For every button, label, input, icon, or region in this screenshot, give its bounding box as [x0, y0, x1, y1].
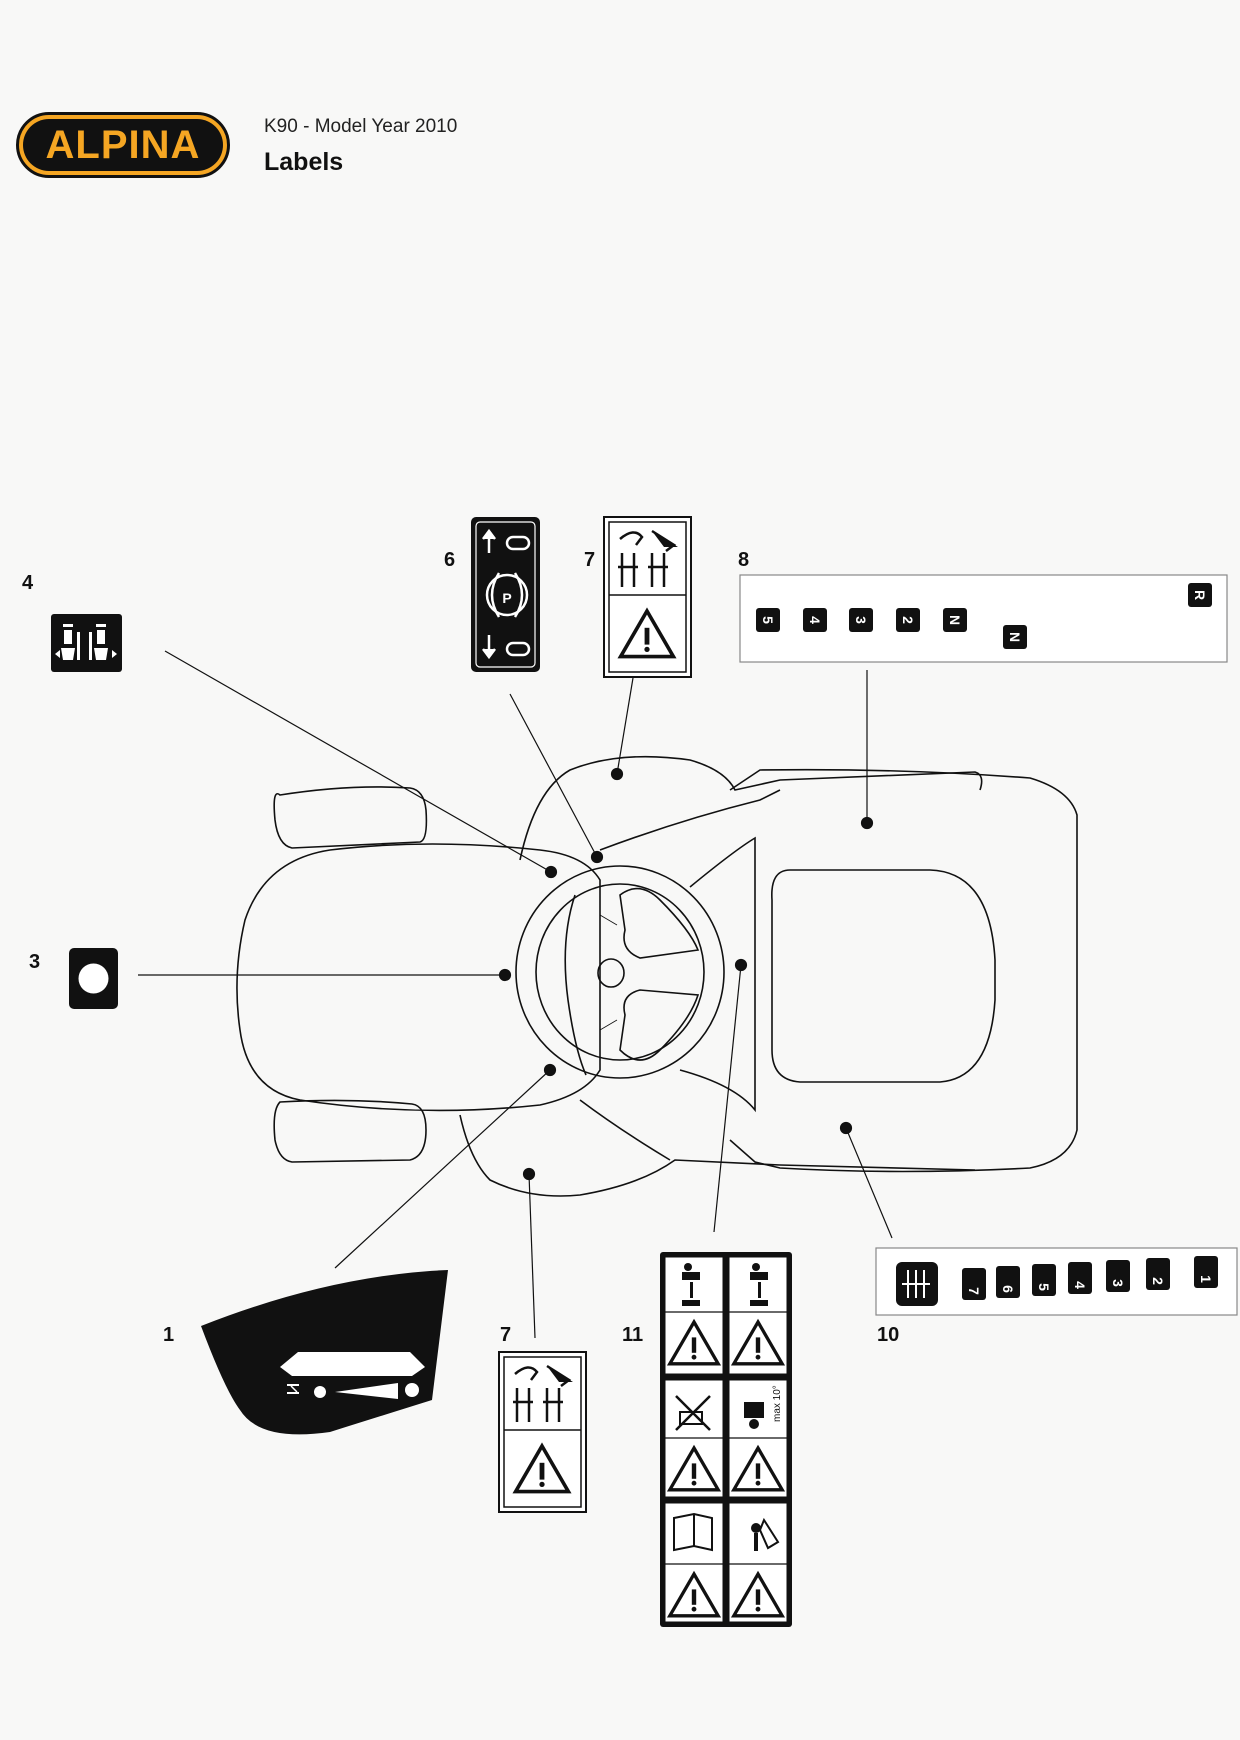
callout-10: 10 [877, 1324, 899, 1346]
speed-1: 1 [1198, 1275, 1214, 1283]
alpina-logo: ALPINA [16, 112, 230, 178]
gear-shift-positions: 5 4 3 2 N N R [756, 583, 1212, 649]
max-slope-text: max 10° [772, 1385, 783, 1422]
height-adjust-icon [51, 614, 122, 672]
ignition-circle-icon [69, 948, 118, 1009]
brand-wordmark: ALPINA [45, 123, 201, 167]
tractor-outline [236, 755, 1078, 1197]
rotating-blade-warning-icon-top [603, 516, 692, 678]
callout-4: 4 [22, 572, 34, 594]
parking-brake-icon: P [471, 517, 540, 672]
gear-n-lower: N [1007, 632, 1023, 642]
callout-6: 6 [444, 549, 455, 571]
gear-4: 4 [807, 616, 823, 624]
callout-8: 8 [738, 549, 749, 571]
gear-5: 5 [760, 616, 776, 624]
gear-2: 2 [900, 616, 916, 624]
speed-5: 5 [1036, 1283, 1052, 1291]
safety-warnings-icon: max 10° [660, 1252, 792, 1627]
callout-7-bottom: 7 [500, 1324, 511, 1346]
rotating-blade-warning-icon-bottom [498, 1351, 587, 1513]
leader-lines [138, 650, 893, 1339]
callout-1: 1 [163, 1324, 174, 1346]
gear-3: 3 [853, 616, 869, 624]
gear-shift-label: 5 4 3 2 N N R [739, 574, 1228, 663]
speed-6: 6 [1000, 1285, 1016, 1293]
throttle-lever-label-icon [201, 1270, 448, 1435]
callout-7-top: 7 [584, 549, 595, 571]
speed-4: 4 [1072, 1281, 1088, 1289]
callout-11: 11 [622, 1324, 643, 1346]
speed-7: 7 [966, 1287, 982, 1295]
speed-selector-label: 7 6 5 4 3 2 1 [875, 1247, 1238, 1316]
model-subtitle: K90 - Model Year 2010 [264, 116, 458, 137]
callout-3: 3 [29, 951, 40, 973]
callout-numbers: 4 6 7 8 3 1 7 11 10 [22, 549, 899, 1346]
page-title: Labels [264, 148, 344, 176]
gear-n-upper: N [947, 615, 963, 625]
speed-3: 3 [1110, 1279, 1126, 1287]
speed-2: 2 [1150, 1277, 1166, 1285]
gear-r: R [1192, 590, 1208, 600]
speed-positions: 7 6 5 4 3 2 1 [962, 1256, 1218, 1300]
svg-text:P: P [502, 590, 511, 606]
